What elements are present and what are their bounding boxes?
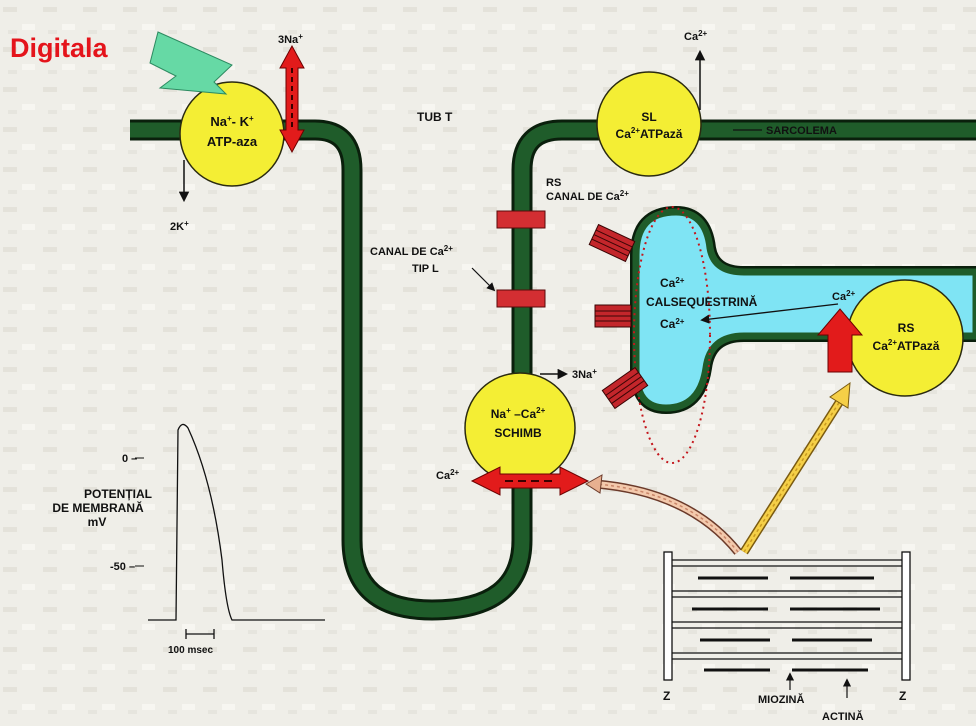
ap-tick-minus50: -50 –: [110, 561, 135, 573]
ap-axis-label-line1: POTENȚIAL: [84, 487, 152, 501]
sl-pump-line1: SL: [641, 110, 656, 124]
signal-to-exchanger-arrow: [585, 474, 742, 555]
exchanger-line1: Na+ –Ca2+: [491, 406, 546, 421]
ap-axis-label-line3: mV: [88, 515, 107, 529]
exchanger-line2: SCHIMB: [494, 426, 542, 440]
rs-calcium-channel: [601, 366, 649, 410]
ap-tick-0: 0 –: [122, 453, 137, 465]
z-left-label: Z: [663, 689, 670, 703]
rs-ca-uptake-arrow: [816, 308, 864, 373]
exchanger-ca-arrow: [470, 466, 590, 496]
action-potential-trace: [148, 423, 325, 621]
na-k-pump-line2: ATP-aza: [207, 134, 258, 149]
z-line-right: [901, 551, 911, 681]
l-type-calcium-channel: [496, 210, 546, 229]
l-channel-pointer: [471, 267, 496, 292]
ca-out-label: Ca2+: [684, 29, 708, 43]
ap-scale-bar-label: 100 msec: [168, 645, 213, 656]
signal-to-rs-pump-arrow: [740, 381, 851, 555]
calsequestrin-label: CALSEQUESTRINĂ: [646, 294, 758, 309]
sarcolemma-membrane: [130, 119, 976, 621]
actin-label: ACTINĂ: [822, 710, 864, 723]
exchanger-ca-label: Ca2+: [436, 468, 460, 482]
sl-pump-line2: Ca2+ATPază: [616, 126, 683, 141]
l-channel-label-line1: CANAL DE Ca2+: [370, 244, 453, 258]
ap-axis-label-line2: DE MEMBRANĂ: [52, 500, 144, 515]
rs-channel-label-line1: RS: [546, 177, 561, 189]
myosin-label: MIOZINĂ: [758, 693, 804, 706]
calsequestrin-region-outline: [633, 206, 711, 464]
myosin-filaments: [692, 576, 880, 672]
rs-calcium-channel: [588, 223, 636, 263]
z-right-label: Z: [899, 689, 906, 703]
sl-ca-atpase-pump: [596, 71, 702, 177]
sr-ca-top: Ca2+: [660, 276, 685, 290]
digitalis-arrow: [149, 31, 233, 95]
action-potential-plot: [135, 423, 325, 639]
z-line-left: [663, 551, 673, 681]
sr-ca-right: Ca2+: [832, 289, 856, 303]
sr-ca-bottom: Ca2+: [660, 317, 685, 331]
ca-uptake-pointer: [700, 303, 839, 324]
l-type-calcium-channel: [496, 289, 546, 308]
sarcolemma-label: SARCOLEMA: [766, 125, 837, 137]
sarcoplasmic-reticulum: [630, 206, 976, 464]
rs-calcium-channel: [594, 304, 632, 328]
exchanger-na-label: 3Na+: [572, 367, 597, 381]
na-k-pump-line1: Na+- K+: [210, 114, 254, 129]
rs-pump-line2: Ca2+ATPază: [873, 338, 940, 353]
drug-label: Digitala: [10, 33, 109, 63]
rs-ca-atpase-pump: [846, 279, 964, 397]
na-out-label: 3Na+: [278, 32, 303, 46]
k-in-label: 2K+: [170, 219, 189, 233]
sarcomere: [663, 551, 911, 698]
rs-channel-label-line2: CANAL DE Ca2+: [546, 189, 629, 203]
rs-pump-line1: RS: [898, 321, 915, 335]
actin-filaments: [672, 559, 902, 660]
t-tubule-label: TUB T: [417, 110, 453, 124]
l-channel-label-line2: TIP L: [412, 263, 439, 275]
na-efflux-arrow: [279, 44, 305, 154]
